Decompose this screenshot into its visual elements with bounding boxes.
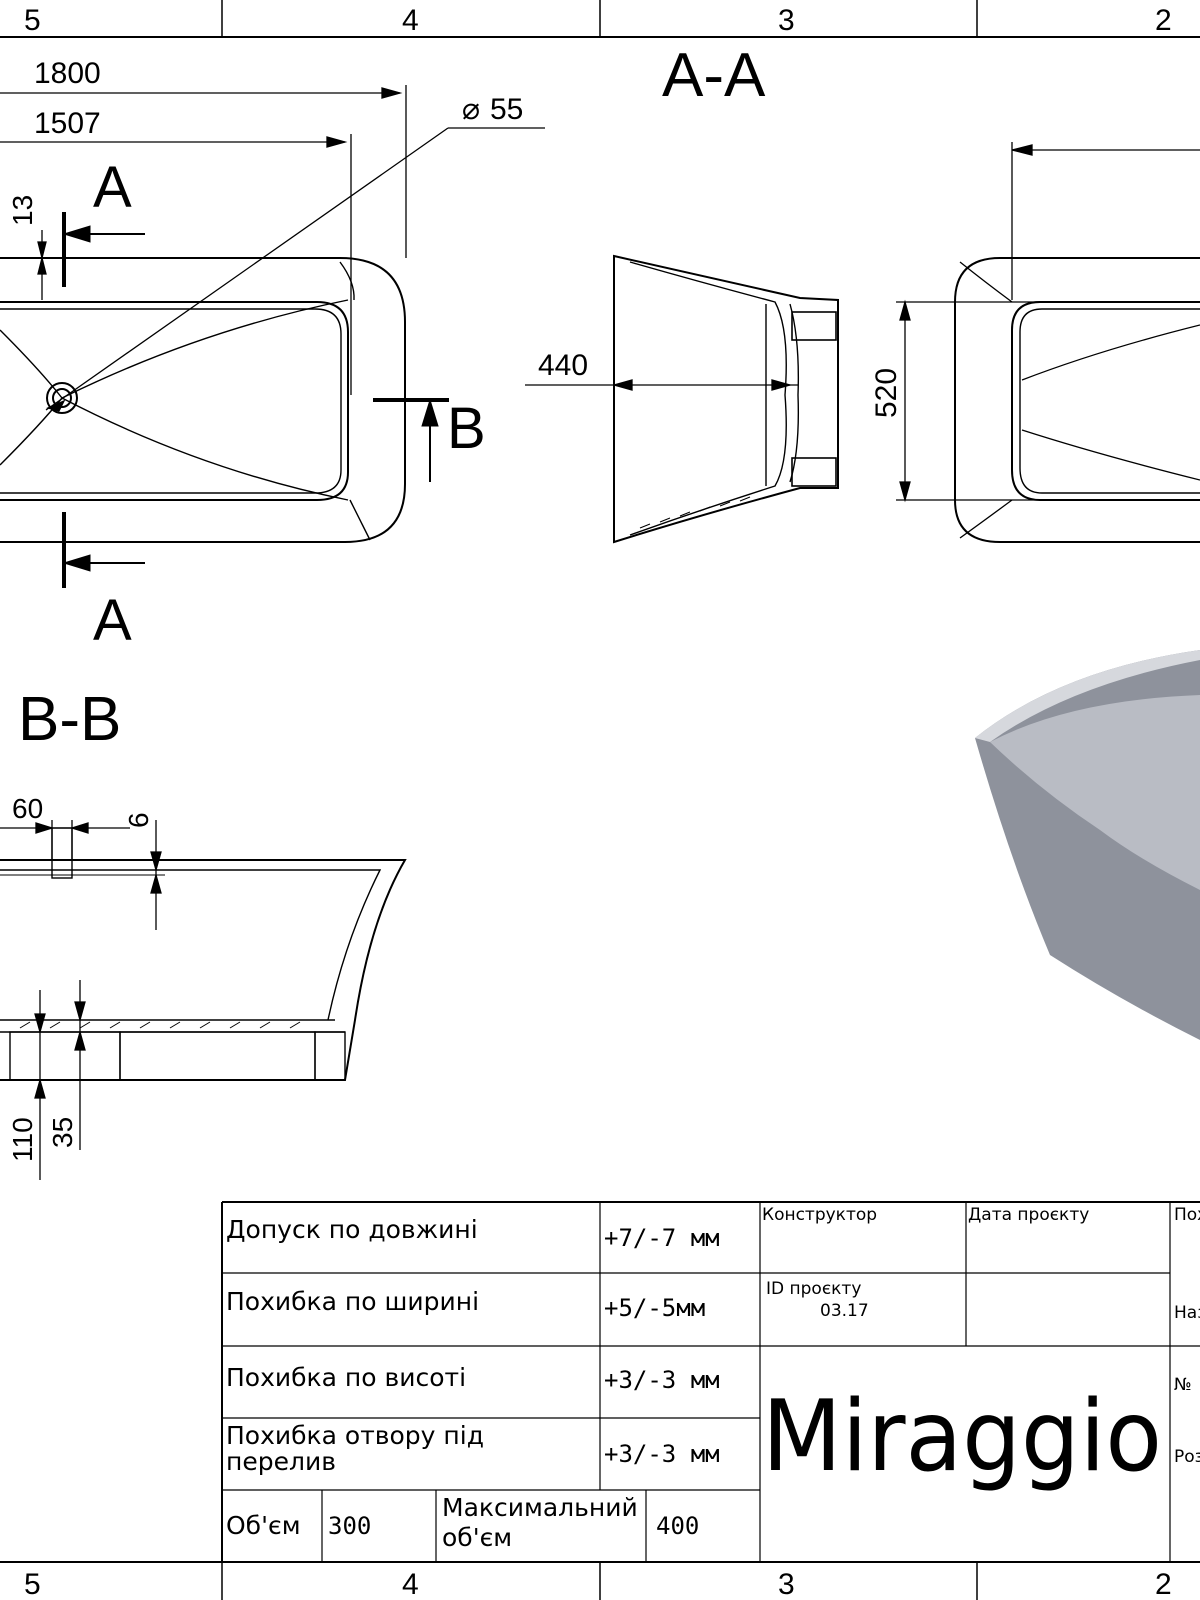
- end-view: [954, 257, 1200, 543]
- render-rim: [975, 650, 1200, 742]
- tolerance-height-value: +3/-3 мм: [604, 1366, 720, 1394]
- dimension-length: 1800: [34, 57, 101, 90]
- section-cut-label-a-bottom: A: [93, 588, 132, 653]
- volume-label: Об'єм: [226, 1511, 301, 1540]
- zone-label-bottom-3: 3: [778, 1568, 795, 1600]
- number-label-partial: №: [1174, 1375, 1192, 1395]
- dimension-overflow-width: 60: [12, 793, 43, 824]
- dimension-base-height: 110: [7, 1117, 38, 1162]
- render-inner-basin: [990, 695, 1200, 890]
- section-bb-view: [0, 827, 407, 1081]
- zone-labels-bottom: 5 4 3 2: [24, 1568, 1172, 1600]
- plan-view: [0, 257, 406, 543]
- title-block-grid: [221, 1201, 1200, 1562]
- project-id-value: 03.17: [820, 1301, 869, 1321]
- zone-label-top-2: 2: [1155, 4, 1172, 37]
- tolerance-width-value: +5/-5мм: [604, 1294, 705, 1322]
- name-label-partial: Наз: [1174, 1303, 1200, 1323]
- project-date-label: Дата проєкту: [968, 1205, 1089, 1225]
- tolerance-length-label: Допуск по довжині: [226, 1215, 478, 1244]
- tolerance-overflow-label-line2: перелив: [226, 1447, 336, 1476]
- zone-labels-top: 5 4 3 2: [24, 4, 1172, 37]
- section-cut-a-marker: [62, 212, 145, 588]
- dimension-drain-diameter: 55: [490, 93, 523, 126]
- volume-value: 300: [328, 1512, 371, 1540]
- dimension-section-width: 440: [538, 349, 588, 382]
- error-label-partial: Пох: [1174, 1205, 1200, 1225]
- tolerance-length-value: +7/-7 мм: [604, 1224, 720, 1252]
- zone-label-top-3: 3: [778, 4, 795, 37]
- tolerance-overflow-label: Похибка отвору під: [226, 1421, 484, 1450]
- dimension-inner-length: 1507: [34, 107, 101, 140]
- section-bb-dimensions: [0, 820, 162, 1180]
- max-volume-label: Максимальний: [442, 1493, 638, 1522]
- section-aa-dimensions: [525, 379, 798, 391]
- zone-label-bottom-5: 5: [24, 1568, 41, 1600]
- zone-label-top-4: 4: [402, 4, 419, 37]
- max-volume-label-line2: об'єм: [442, 1523, 512, 1552]
- section-cut-b-marker: [373, 398, 449, 482]
- size-label-partial: Роз: [1174, 1447, 1200, 1467]
- section-cut-label-a-top: A: [93, 155, 132, 220]
- plan-view-dimensions: [0, 85, 545, 412]
- section-bb-labels: 60 6 110 35: [7, 793, 154, 1162]
- tolerance-height-label: Похибка по висоті: [226, 1363, 466, 1392]
- section-aa-title: A-A: [662, 41, 766, 110]
- zone-label-top-5: 5: [24, 4, 41, 37]
- dimension-thickness: 6: [123, 812, 154, 828]
- designer-label: Конструктор: [762, 1205, 877, 1225]
- title-block-project: Конструктор Дата проєкту Пох ID проєкту …: [762, 1205, 1200, 1494]
- section-bb-title: B-B: [18, 685, 121, 754]
- section-aa-view: [613, 254, 839, 544]
- tolerance-width-label: Похибка по ширині: [226, 1287, 479, 1316]
- dimension-width: 520: [870, 368, 903, 418]
- end-view-dimensions: [896, 142, 1200, 503]
- dimension-rim-offset: 13: [7, 195, 38, 226]
- zone-label-bottom-2: 2: [1155, 1568, 1172, 1600]
- bathtub-render: [975, 650, 1200, 1040]
- tolerance-overflow-value: +3/-3 мм: [604, 1440, 720, 1468]
- brand-logo: Miraggio: [762, 1380, 1162, 1494]
- zone-label-bottom-4: 4: [402, 1568, 419, 1600]
- section-cut-label-b: B: [447, 396, 486, 461]
- project-id-label: ID проєкту: [766, 1279, 861, 1299]
- plan-view-labels: 1800 1507 13 ⌀ 55: [7, 57, 523, 226]
- dimension-drain-depth: 35: [47, 1117, 78, 1148]
- max-volume-value: 400: [656, 1512, 699, 1540]
- title-block-tolerances: Допуск по довжині +7/-7 мм Похибка по ши…: [226, 1215, 720, 1552]
- diameter-symbol: ⌀: [462, 93, 480, 126]
